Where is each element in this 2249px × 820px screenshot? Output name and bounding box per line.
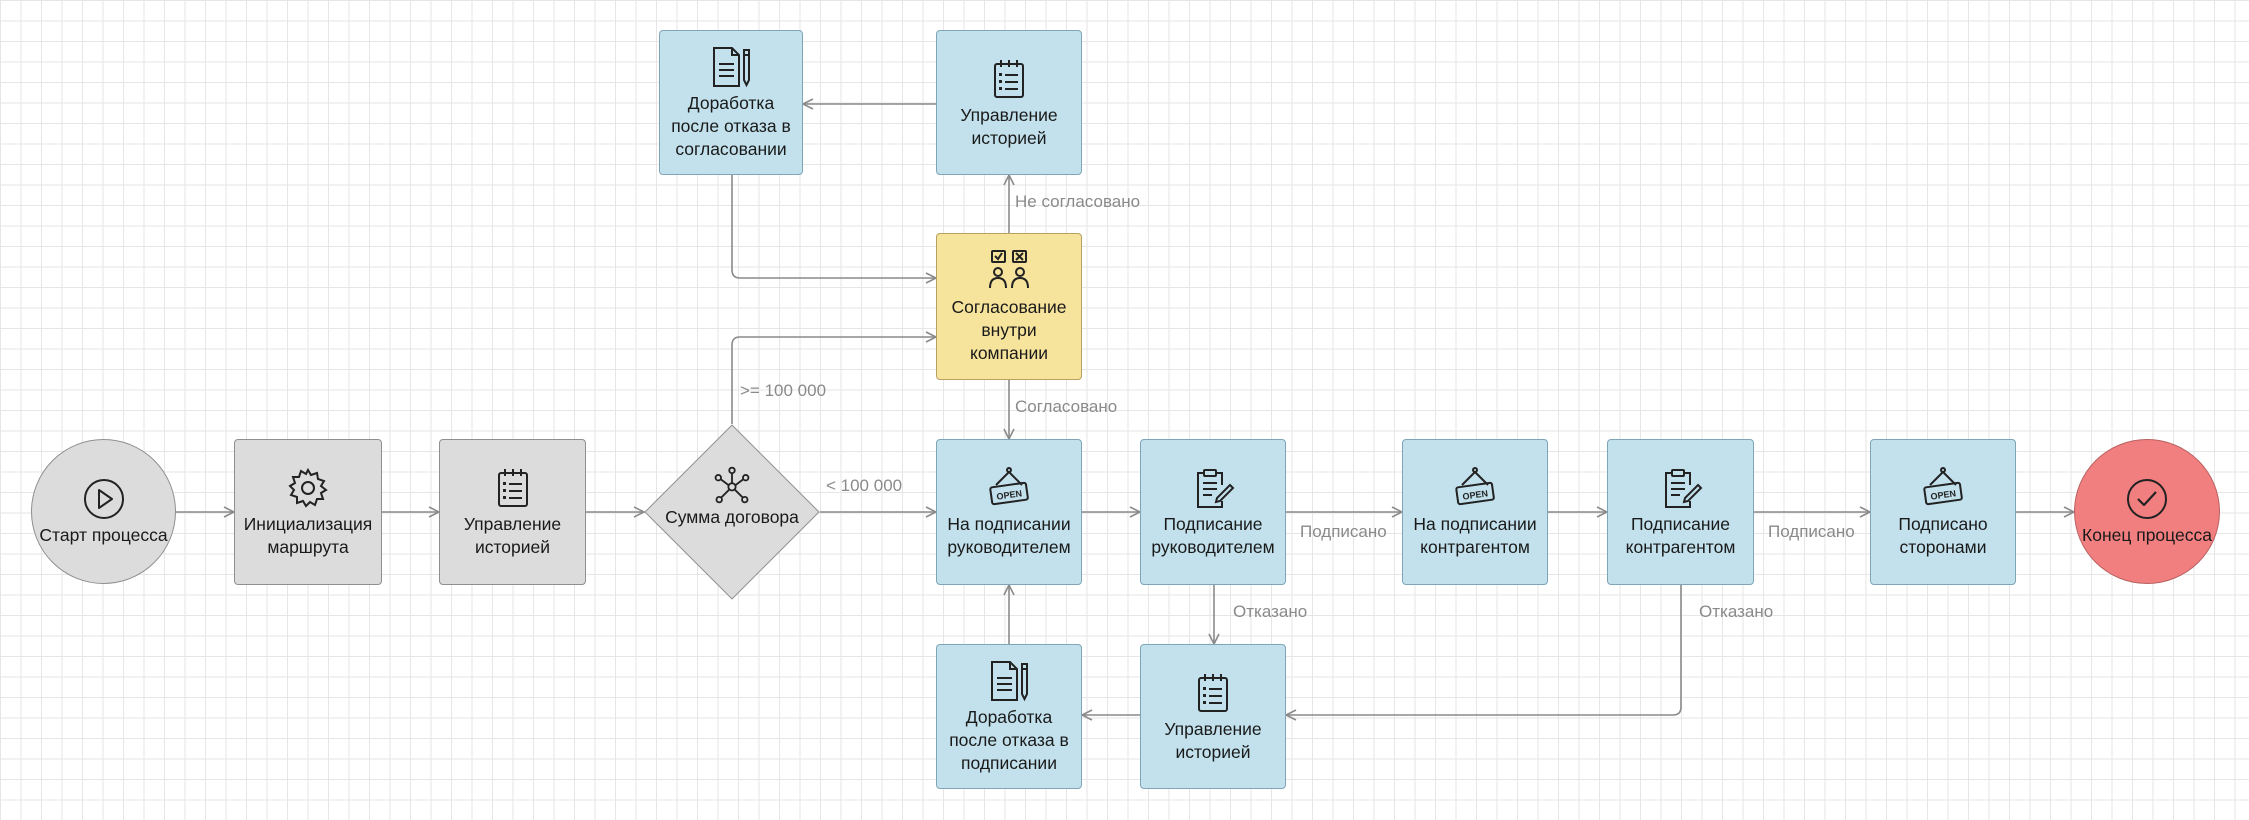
clipboard-pencil-icon: [1664, 469, 1702, 508]
checkmark-icon: [2127, 479, 2167, 519]
task-history-main-label: Управление историей: [463, 514, 562, 557]
edge-label-signed-1: Подписано: [1300, 522, 1387, 541]
open-sign-icon: OPEN: [1455, 467, 1495, 506]
task-sign-contractor[interactable]: Подписание контрагентом: [1607, 439, 1754, 585]
task-signed-parties[interactable]: OPEN Подписано сторонами: [1870, 439, 2016, 585]
task-init-route[interactable]: Инициализация маршрута: [234, 439, 382, 585]
start-event-label: Старт процесса: [39, 525, 168, 545]
network-nodes-icon: [714, 466, 750, 504]
end-event-label: Конец процесса: [2082, 525, 2212, 545]
task-internal-approval-label: Согласование внутри компании: [951, 297, 1067, 363]
edge-label-refused-2: Отказано: [1699, 602, 1774, 621]
voting-people-icon: [989, 250, 1029, 289]
svg-text:OPEN: OPEN: [996, 488, 1023, 501]
open-sign-icon: OPEN: [989, 467, 1029, 506]
task-on-sign-manager[interactable]: OPEN На подписании руководителем: [936, 439, 1082, 585]
end-event[interactable]: Конец процесса: [2074, 439, 2220, 584]
edge-label-gte-100k: >= 100 000: [740, 381, 827, 400]
edge-gateway-to-approval: [731, 337, 936, 424]
task-on-sign-contractor-label: На подписании контрагентом: [1413, 514, 1537, 557]
edge-label-approved: Согласовано: [1015, 397, 1118, 416]
start-event[interactable]: Старт процесса: [31, 439, 176, 584]
task-sign-contractor-label: Подписание контрагентом: [1625, 514, 1736, 557]
svg-text:OPEN: OPEN: [1462, 488, 1489, 501]
task-rework-signing-label: Доработка после отказа в подписании: [949, 707, 1069, 773]
task-internal-approval[interactable]: Согласование внутри компании: [936, 233, 1082, 380]
task-on-sign-manager-label: На подписании руководителем: [947, 514, 1071, 557]
task-history-top-label: Управление историей: [960, 104, 1058, 148]
checklist-notepad-icon: [1198, 673, 1228, 712]
task-sign-manager-label: Подписание руководителем: [1151, 514, 1275, 557]
task-history-top[interactable]: Управление историей: [936, 30, 1082, 175]
task-rework-approval-label: Доработка после отказа в согласовании: [671, 93, 791, 159]
task-history-bottom[interactable]: Управление историей: [1140, 644, 1286, 789]
edge-rework-to-approval: [731, 175, 936, 278]
checklist-notepad-icon: [994, 59, 1024, 98]
svg-text:OPEN: OPEN: [1930, 488, 1957, 501]
play-icon: [83, 479, 124, 519]
edge-sign-contractor-to-history-bottom: [1286, 585, 1682, 715]
edge-label-signed-2: Подписано: [1768, 522, 1855, 541]
gateway-label: Сумма договора: [665, 507, 799, 527]
edge-label-refused-1: Отказано: [1233, 602, 1308, 621]
task-history-bottom-label: Управление историей: [1164, 718, 1262, 762]
document-pencil-icon: [991, 661, 1028, 702]
gear-icon: [288, 467, 328, 508]
edge-label-lt-100k: < 100 000: [826, 476, 903, 495]
open-sign-icon: OPEN: [1923, 467, 1963, 506]
gateway-contract-sum[interactable]: Сумма договора: [644, 424, 820, 600]
document-pencil-icon: [713, 47, 750, 88]
task-rework-signing[interactable]: Доработка после отказа в подписании: [936, 644, 1082, 789]
task-sign-manager[interactable]: Подписание руководителем: [1140, 439, 1286, 585]
edge-label-not-approved: Не согласовано: [1015, 192, 1141, 211]
task-signed-parties-label: Подписано сторонами: [1898, 514, 1988, 557]
checklist-notepad-icon: [497, 469, 528, 507]
task-on-sign-contractor[interactable]: OPEN На подписании контрагентом: [1402, 439, 1548, 585]
task-init-route-label: Инициализация маршрута: [243, 514, 373, 557]
task-history-main[interactable]: Управление историей: [439, 439, 586, 585]
task-rework-approval[interactable]: Доработка после отказа в согласовании: [659, 30, 803, 175]
clipboard-pencil-icon: [1197, 469, 1235, 508]
